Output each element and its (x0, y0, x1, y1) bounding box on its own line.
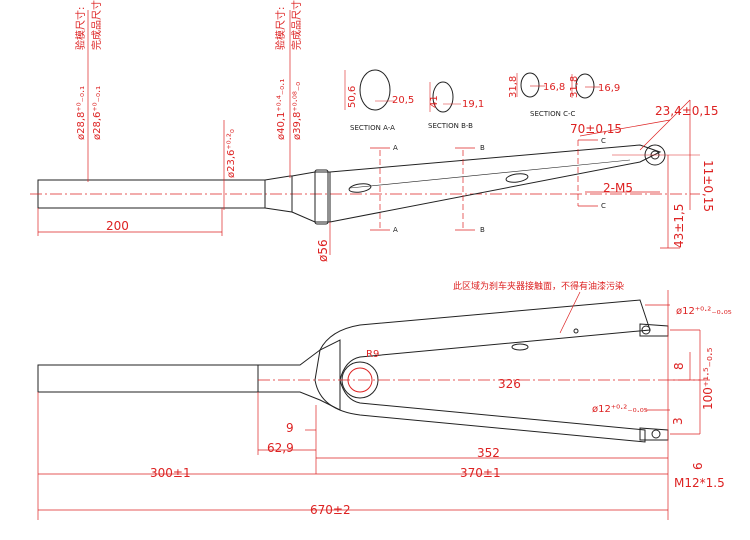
section-a-label: SECTION A-A (350, 124, 395, 132)
dim-8: 8 (672, 362, 686, 370)
vent-slot-1 (348, 183, 372, 193)
dropout-side-bottom (651, 429, 661, 439)
dim-steerer-top-2: ø28,6⁺⁰₋₀.₁ (92, 86, 103, 140)
dim-dropout-top: ø12⁺⁰·²₋₀.₀₅ (676, 306, 732, 317)
pin-side (573, 328, 579, 334)
bottom-dimension-lines (37, 290, 710, 520)
slot-side-1 (511, 343, 529, 351)
dropout-side-top-shape (639, 323, 669, 337)
dim-dropout-bottom: ø12⁺⁰·²₋₀.₀₅ (592, 404, 648, 415)
dim-steerer-dia: ø23,6⁺⁰·²₀ (226, 129, 237, 178)
section-a-height: 50,6 (347, 86, 358, 108)
dim-dropout-23-4: 23,4±0,15 (655, 104, 719, 118)
dim-370: 370±1 (460, 466, 501, 480)
dim-3: 3 (671, 417, 685, 425)
dim-m12: M12*1.5 (674, 476, 725, 490)
marker-b-top: B (480, 144, 485, 152)
vent-slot-2 (505, 173, 529, 183)
top-dimension-lines (37, 10, 691, 255)
label-mold-size-1: 验模尺寸: (74, 7, 87, 50)
section-a-shape (359, 69, 391, 111)
dim-crown-dia: ø56 (316, 239, 330, 262)
top-view (30, 144, 700, 225)
crown-side (314, 299, 651, 443)
dim-670: 670±2 (310, 503, 351, 517)
marker-b-bottom: B (480, 226, 485, 234)
section-c-label: SECTION C-C (530, 110, 575, 118)
dim-62-9: 62,9 (267, 441, 294, 455)
section-c-height-2: 31,8 (569, 76, 580, 98)
section-lines (370, 139, 598, 231)
dim-steerer-bottom-1: ø40,1⁺⁰·⁴₋₀.₁ (276, 79, 287, 140)
section-c-height-1: 31,8 (508, 76, 519, 98)
dim-200: 200 (106, 219, 129, 233)
dim-6: 6 (691, 462, 705, 470)
label-finished-size-2: 完成品尺寸: (290, 0, 303, 50)
section-c-width-1: 16,8 (543, 82, 565, 93)
marker-a-top: A (393, 144, 398, 152)
label-finished-size-1: 完成品尺寸: (90, 0, 103, 50)
label-mold-size-2: 验模尺寸: (274, 7, 287, 50)
section-c-shape-2 (575, 73, 595, 99)
section-dim-lines (344, 70, 600, 112)
section-c-shape-1 (520, 72, 540, 98)
dim-300: 300±1 (150, 466, 191, 480)
dim-tire-326: 326 (498, 377, 521, 391)
dim-9: 9 (286, 421, 294, 435)
dropout-side-top (641, 325, 651, 335)
crown-race (314, 169, 329, 225)
section-b-height: 41 (429, 95, 440, 108)
blade-inner-line (349, 159, 631, 189)
crown (291, 171, 331, 223)
dim-dropout-70: 70±0,15 (570, 122, 622, 136)
fork-blade-top (329, 144, 662, 223)
section-b-label: SECTION B-B (428, 122, 473, 130)
section-a-width: 20,5 (392, 95, 414, 106)
marker-c-top: C (601, 137, 606, 145)
dim-steerer-bottom-2: ø39,8⁺⁰·⁰⁸₋₀ (292, 82, 303, 140)
steerer-side (37, 339, 341, 411)
dim-352: 352 (477, 446, 500, 460)
section-b-width: 19,1 (462, 99, 484, 110)
brake-area-note: 此区域为刹车夹器接触面，不得有油漆污染 (453, 280, 624, 292)
section-c-width-2: 16,9 (598, 83, 620, 94)
marker-a-bottom: A (393, 226, 398, 234)
section-b-shape (432, 81, 454, 113)
dim-dropout-11: 11±0,15 (701, 160, 715, 212)
marker-c-bottom: C (601, 202, 606, 210)
dim-100: 100⁺¹·⁵₋₀.₅ (701, 347, 715, 410)
dim-thread-m5: 2-M5 (603, 181, 633, 195)
section-views (359, 69, 595, 113)
bottom-view (37, 299, 700, 443)
dim-steerer-top: ø28,8⁺⁰₋₀.₁ (76, 86, 87, 140)
dim-offset-43: 43±1,5 (672, 204, 686, 248)
dim-brake-r: R9 (366, 349, 379, 360)
